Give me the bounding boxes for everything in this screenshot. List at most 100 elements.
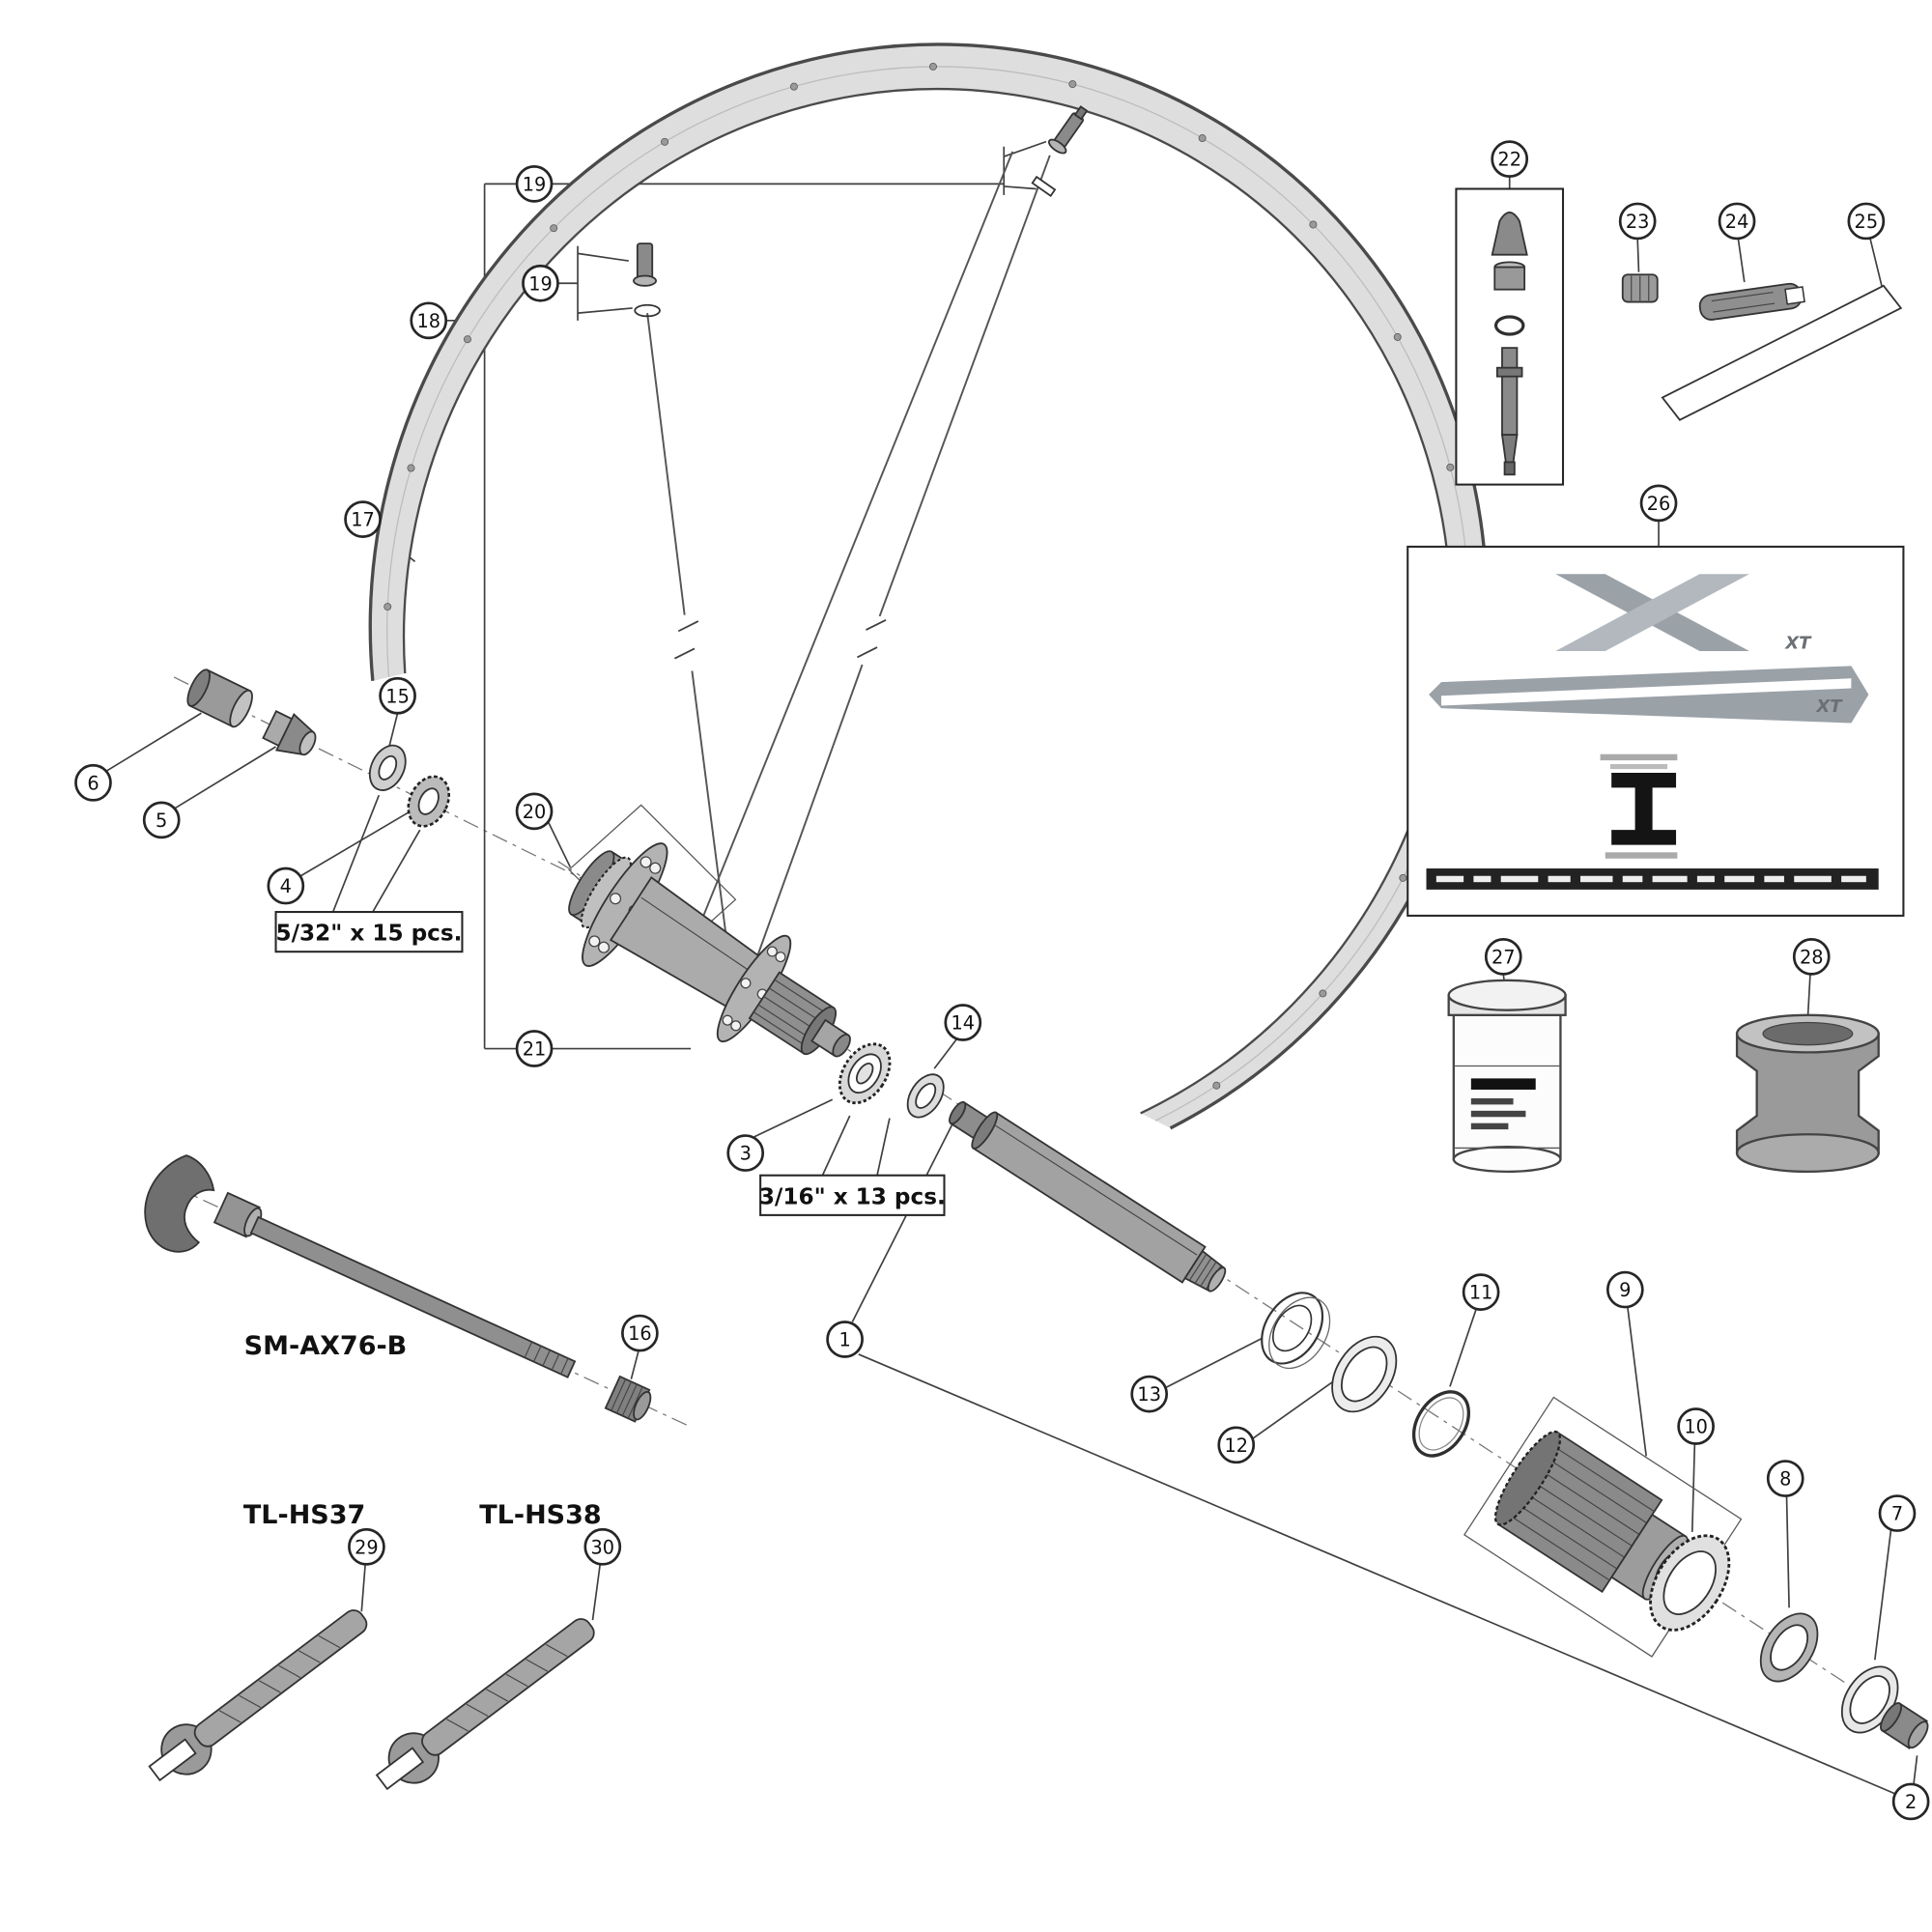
svg-text:29: 29 (355, 1536, 379, 1558)
callout-5: 5 (142, 801, 181, 839)
callout-27: 27 (1484, 937, 1522, 976)
rim-spoke-hole (928, 62, 937, 71)
ball-spec-small-label: 5/32" x 15 pcs. (276, 922, 463, 947)
callout-10: 10 (1677, 1407, 1715, 1445)
svg-text:12: 12 (1224, 1435, 1248, 1457)
rim-spoke-hole (463, 335, 471, 344)
svg-text:19: 19 (528, 272, 553, 295)
rim-spoke-hole (1198, 134, 1207, 142)
spoke-nipple-left (633, 242, 661, 318)
wheel-rim (368, 43, 1489, 1130)
svg-text:21: 21 (523, 1038, 547, 1061)
svg-text:10: 10 (1684, 1416, 1708, 1438)
spacer-part28 (1735, 1013, 1880, 1174)
tool-left-label: TL-HS37 (243, 1500, 365, 1530)
dust-cap-part6 (186, 668, 253, 728)
callout-15: 15 (379, 676, 416, 715)
svg-text:11: 11 (1469, 1282, 1493, 1304)
valve-kit-part22 (1455, 187, 1565, 486)
callout-8: 8 (1766, 1460, 1804, 1497)
rim-spoke-hole (550, 224, 558, 233)
svg-text:9: 9 (1619, 1279, 1631, 1301)
rim-spoke-hole (1393, 332, 1402, 341)
rim-spoke-hole (1309, 220, 1318, 229)
svg-text:2: 2 (1905, 1791, 1917, 1813)
rim-spoke-hole (1068, 80, 1077, 89)
callouts: 1 2 3 4 5 6 7 8 9 10 11 12 13 14 15 16 1… (74, 140, 1930, 1821)
callout-6: 6 (74, 763, 112, 802)
rim-spoke-hole (1446, 463, 1455, 471)
decal-xt-mark: XT (1784, 633, 1812, 653)
svg-text:20: 20 (523, 801, 547, 823)
callout-17: 17 (344, 500, 382, 538)
wrench-tl-hs37 (148, 1609, 368, 1782)
cone-part5 (262, 710, 317, 756)
svg-text:15: 15 (385, 685, 410, 707)
callout-1: 1 (826, 1321, 864, 1358)
svg-text:26: 26 (1647, 493, 1671, 515)
rim-spoke-hole (407, 464, 415, 472)
decal-sheet-part26: XT XT (1406, 545, 1905, 917)
svg-text:24: 24 (1725, 211, 1749, 233)
serrated-lock-ring-part3 (838, 1042, 892, 1105)
rim-spoke-hole (661, 137, 669, 146)
svg-text:18: 18 (416, 310, 440, 332)
callout-4: 4 (267, 867, 305, 905)
o-ring-part11 (1411, 1390, 1471, 1458)
end-cap-part2 (1880, 1702, 1929, 1749)
svg-text:4: 4 (280, 875, 292, 897)
callout-3: 3 (726, 1134, 765, 1172)
spokes (646, 151, 1051, 980)
hub-axle-part1 (949, 1101, 1227, 1293)
rim-spoke-hole (384, 603, 392, 611)
callout-23: 23 (1618, 202, 1657, 241)
washer-part8 (1759, 1612, 1819, 1683)
rim-spoke-hole (789, 82, 798, 91)
skewer-model-label: SM-AX76-B (244, 1331, 408, 1361)
svg-text:27: 27 (1492, 946, 1516, 968)
spoke-nipple-top (1031, 105, 1089, 197)
tool-right-label: TL-HS38 (479, 1500, 601, 1530)
svg-text:3: 3 (740, 1143, 752, 1165)
cone-spring-part13 (1261, 1292, 1331, 1369)
serrated-washer-part10 (1649, 1534, 1731, 1632)
washer-part14 (906, 1073, 945, 1119)
callout-30: 30 (583, 1527, 622, 1566)
svg-text:25: 25 (1855, 211, 1879, 233)
callout-22: 22 (1491, 140, 1529, 178)
callout-26: 26 (1639, 484, 1678, 523)
svg-text:22: 22 (1497, 149, 1521, 171)
callout-24: 24 (1718, 202, 1756, 241)
front-hub-body (557, 842, 882, 1072)
ball-spec-box-small: 5/32" x 15 pcs. (274, 911, 464, 953)
callout-12: 12 (1217, 1426, 1256, 1464)
skewer-nut-part16 (604, 1375, 652, 1423)
seal-washer-part15 (368, 744, 407, 791)
rim-spoke-hole (1319, 989, 1327, 998)
skewer-assembly (144, 1154, 652, 1423)
valve-cap-part23 (1621, 273, 1659, 303)
svg-text:7: 7 (1891, 1503, 1903, 1525)
svg-text:23: 23 (1626, 211, 1650, 233)
callout-28: 28 (1792, 937, 1831, 976)
spoke-break-marks (673, 618, 887, 660)
lock-ring-part4 (407, 775, 451, 828)
svg-text:19: 19 (523, 173, 547, 195)
callout-29: 29 (348, 1527, 385, 1566)
ball-spec-large-label: 3/16" x 13 pcs. (759, 1184, 946, 1209)
freehub-body-part9 (1493, 1430, 1689, 1601)
wrench-tl-hs38 (375, 1618, 595, 1791)
svg-text:6: 6 (87, 772, 99, 794)
svg-text:8: 8 (1779, 1468, 1791, 1491)
decal-xt-mark-2: XT (1815, 696, 1843, 717)
seal-ring-part12 (1331, 1335, 1398, 1413)
callout-20: 20 (515, 792, 554, 831)
callout-9: 9 (1605, 1270, 1644, 1309)
callout-25: 25 (1847, 202, 1886, 241)
rim-spoke-hole (1212, 1081, 1221, 1090)
callout-11: 11 (1462, 1273, 1500, 1311)
callout-19a: 19 (515, 164, 554, 203)
callout-18: 18 (410, 301, 448, 340)
ball-spec-box-large: 3/16" x 13 pcs. (759, 1174, 946, 1216)
